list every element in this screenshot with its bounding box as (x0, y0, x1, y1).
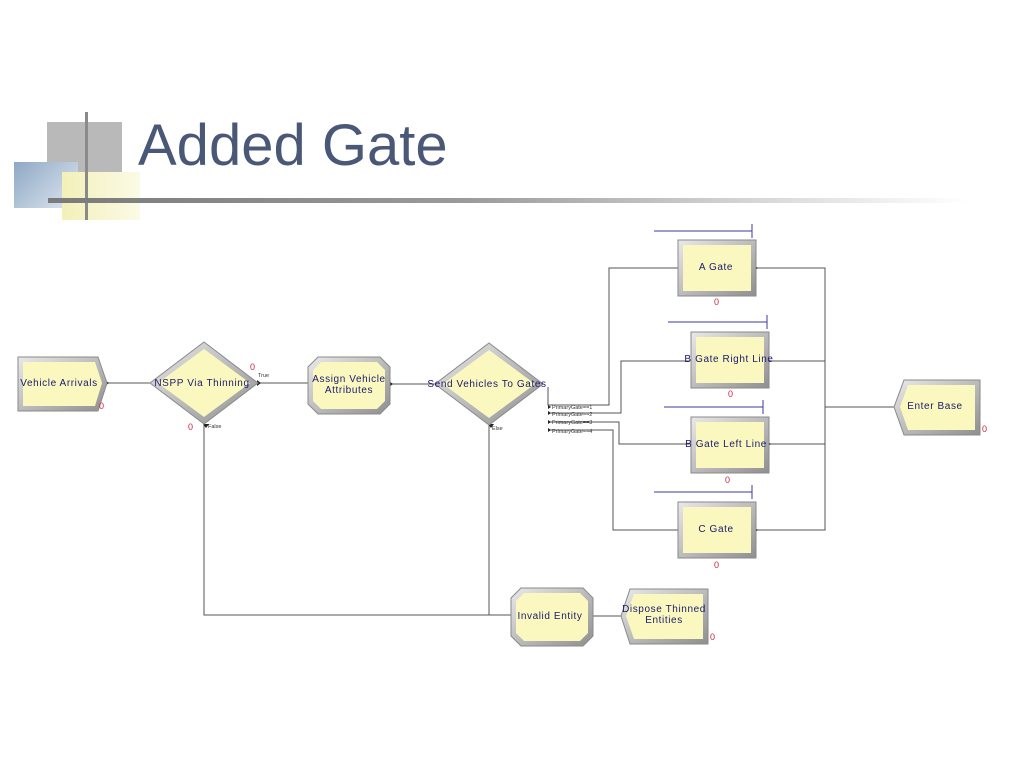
c-gate-label: C Gate (698, 524, 733, 535)
process-module-a-gate[interactable]: A Gate (677, 239, 757, 297)
enter-base-label: Enter Base (907, 401, 962, 412)
send-vehicles-label: Send Vehicles To Gates (427, 379, 546, 390)
a-gate-label: A Gate (699, 262, 733, 273)
dispose-module-thinned-entities[interactable]: Dispose Thinned Entities (620, 588, 709, 645)
nspp-counter-bottom: 0 (188, 422, 193, 432)
c-gate-counter: 0 (714, 560, 719, 570)
false-branch-label: False (208, 424, 221, 430)
condition-label-3: PrimaryGate==3 (552, 420, 592, 426)
vehicle-arrivals-counter: 0 (99, 401, 104, 411)
else-branch-label: Else (492, 426, 503, 432)
condition-label-2: PrimaryGate==2 (552, 412, 592, 418)
dispose-label-line2: Entities (645, 615, 683, 626)
queue-lines (654, 224, 768, 499)
page-title: Added Gate (138, 113, 448, 178)
b-gate-left-counter: 0 (725, 475, 730, 485)
dispose-module-enter-base[interactable]: Enter Base (893, 379, 981, 436)
decor-vertical-bar (85, 112, 88, 220)
gate-condition-labels: PrimaryGate==1 PrimaryGate==2 PrimaryGat… (548, 405, 592, 435)
b-gate-right-label: B Gate Right Line (684, 354, 773, 365)
process-module-c-gate[interactable]: C Gate (677, 501, 757, 559)
condition-label-1: PrimaryGate==1 (552, 405, 592, 411)
create-module-vehicle-arrivals[interactable]: Vehicle Arrivals (17, 356, 108, 412)
nspp-label: NSPP Via Thinning (154, 378, 249, 389)
assign-label-line2: Attributes (325, 385, 373, 396)
assign-module-vehicle-attributes[interactable]: Assign Vehicle Attributes (307, 356, 391, 415)
invalid-entity-label: Invalid Entity (517, 611, 582, 622)
enter-base-counter: 0 (982, 424, 987, 434)
condition-label-4: PrimaryGate==4 (552, 429, 592, 435)
title-underline (48, 198, 968, 203)
decor-square-yellow (62, 172, 140, 220)
b-gate-left-label: B Gate Left Line (685, 439, 767, 450)
dispose-counter: 0 (710, 632, 715, 642)
vehicle-arrivals-label: Vehicle Arrivals (20, 378, 97, 389)
b-gate-right-counter: 0 (728, 389, 733, 399)
assign-label-line1: Assign Vehicle (312, 374, 385, 385)
process-module-b-gate-left[interactable]: B Gate Left Line (685, 416, 770, 474)
process-module-b-gate-right[interactable]: B Gate Right Line (684, 331, 773, 389)
true-branch-label: True (258, 373, 269, 379)
nspp-counter-top: 0 (250, 362, 255, 372)
dispose-label-line1: Dispose Thinned (622, 604, 706, 615)
assign-module-invalid-entity[interactable]: Invalid Entity (510, 587, 594, 647)
connector-arrowheads (105, 265, 771, 619)
decide-module-send-vehicles[interactable]: Send Vehicles To Gates (427, 342, 546, 426)
decide-module-nspp[interactable]: NSPP Via Thinning (149, 341, 259, 425)
a-gate-counter: 0 (714, 297, 719, 307)
connectors (107, 267, 895, 617)
